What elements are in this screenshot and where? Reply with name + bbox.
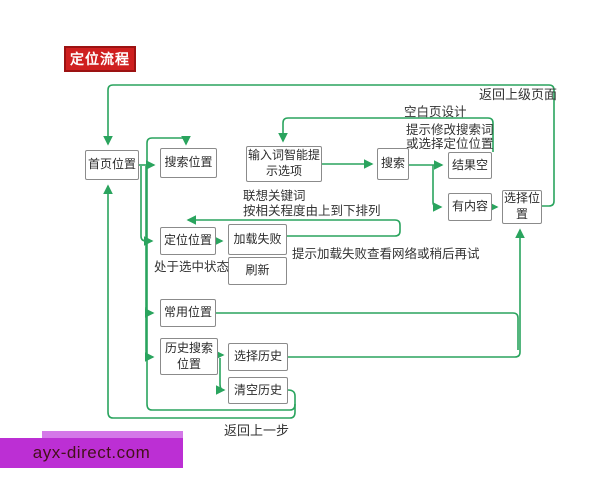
watermark-strip — [42, 431, 183, 440]
edge-loadfail-retry-loop — [186, 215, 401, 237]
node-history-search-position: 历史搜索位置 — [160, 338, 218, 375]
edge-backstep-to-searchpos — [146, 136, 296, 411]
watermark-banner: ayx-direct.com — [0, 438, 183, 468]
edge-history-to-clearhistory — [215, 358, 226, 395]
edge-backstep-to-home — [103, 184, 296, 419]
node-has-content: 有内容 — [448, 193, 492, 221]
note-blank-page-design: 空白页设计 — [404, 105, 467, 119]
note-selected-state: 处于选中状态 — [154, 260, 230, 274]
page-title: 定位流程 — [64, 46, 136, 72]
note-return-parent-page: 返回上级页面 — [479, 87, 558, 102]
node-refresh: 刷新 — [228, 257, 287, 285]
node-select-position: 选择位置 — [502, 190, 542, 224]
edge-empty-to-input — [278, 117, 494, 152]
node-locate-position: 定位位置 — [160, 227, 216, 255]
note-load-fail-hint: 提示加载失败查看网络或稍后再试 — [292, 247, 480, 261]
watermark-text: ayx-direct.com — [32, 443, 151, 462]
edge-selecthistory-to-select — [288, 228, 525, 358]
edge-return-parent-page — [103, 84, 555, 207]
note-or-select-position: 或选择定位位置 — [406, 137, 494, 151]
note-modify-keywords: 提示修改搜索词 — [406, 123, 494, 137]
note-return-previous-step: 返回上一步 — [224, 423, 290, 438]
note-relevance-order: 按相关程度由上到下排列 — [243, 204, 381, 218]
node-clear-history: 清空历史 — [228, 377, 288, 404]
node-empty-result: 结果空 — [448, 152, 492, 179]
node-search-position: 搜索位置 — [160, 148, 217, 178]
node-input-suggestions: 输入词智能提示选项 — [246, 146, 322, 182]
node-search: 搜索 — [377, 148, 409, 180]
edge-search-to-content — [432, 165, 443, 212]
node-select-history: 选择历史 — [228, 343, 288, 371]
edge-common-to-select-rail — [216, 312, 519, 350]
node-load-failed: 加载失败 — [228, 224, 287, 255]
note-associated-keywords: 联想关键词 — [243, 189, 306, 203]
node-common-position: 常用位置 — [160, 299, 216, 327]
node-home-position: 首页位置 — [85, 150, 139, 180]
